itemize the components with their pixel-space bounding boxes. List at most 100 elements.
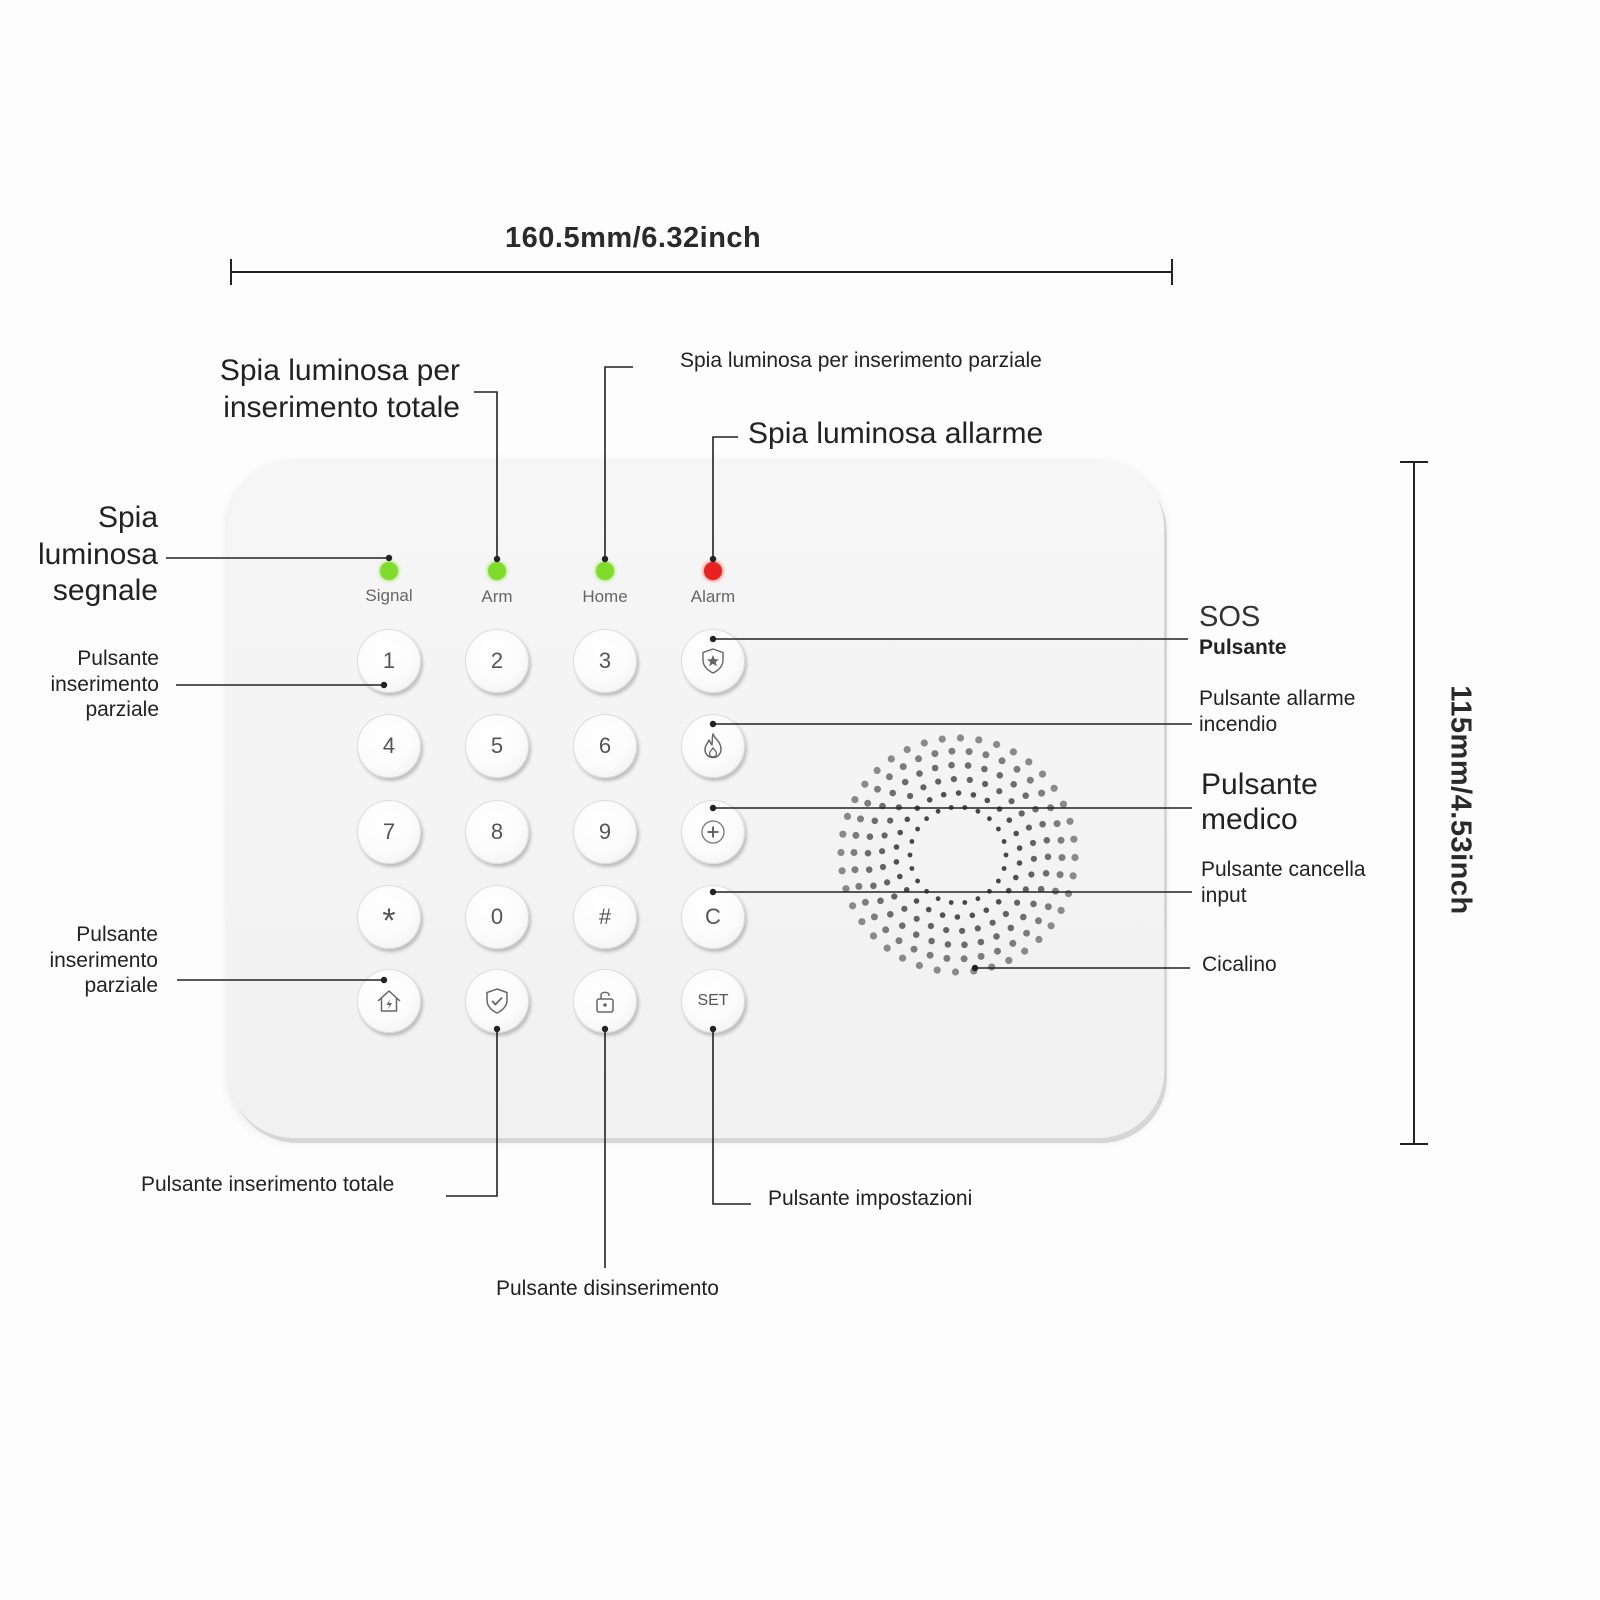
total-arm-callout: Pulsante inserimento totale <box>141 1173 395 1196</box>
speaker-hole <box>842 885 850 893</box>
key-7[interactable]: 7 <box>357 800 421 864</box>
speaker-hole <box>982 780 989 788</box>
speaker-hole <box>988 963 996 971</box>
speaker-hole <box>1021 947 1029 955</box>
speaker-hole <box>984 797 991 804</box>
arm-led-label: Arm <box>481 587 513 606</box>
speaker-hole <box>993 933 1000 940</box>
speaker-hole <box>1035 935 1043 944</box>
key-4[interactable]: 4 <box>357 714 421 778</box>
key-9[interactable]: 9 <box>573 800 637 864</box>
speaker-hole <box>858 918 866 926</box>
speaker-hole <box>977 952 985 960</box>
key-6[interactable]: 6 <box>573 714 637 778</box>
speaker-hole <box>1007 924 1015 932</box>
clear-input-button[interactable]: C <box>681 885 745 949</box>
key-0[interactable]: 0 <box>465 885 529 949</box>
speaker-hole <box>1057 836 1065 844</box>
speaker-hole <box>927 922 935 930</box>
speaker-hole <box>996 788 1003 795</box>
speaker-hole <box>926 797 933 803</box>
flame-icon <box>704 733 722 759</box>
speaker-hole <box>909 839 915 844</box>
speaker-hole <box>1056 871 1064 879</box>
partial-arm-callout-top: Pulsante inserimento parziale <box>50 646 159 723</box>
speaker-hole <box>1020 913 1027 921</box>
key-5[interactable]: 5 <box>465 714 529 778</box>
speaker-hole <box>1022 886 1029 893</box>
speaker-hole <box>897 873 903 880</box>
speaker-hole <box>965 748 973 756</box>
speaker-hole <box>948 747 956 755</box>
speaker-hole <box>915 878 920 884</box>
speaker-hole <box>925 906 932 913</box>
callout-line: SOS <box>1199 601 1261 633</box>
speaker-hole <box>899 763 907 771</box>
speaker-hole <box>996 772 1004 779</box>
speaker-hole <box>931 750 939 758</box>
speaker-hole <box>837 848 845 857</box>
speaker-hole <box>1016 845 1023 851</box>
speaker-hole <box>960 955 968 963</box>
speaker-hole <box>1030 900 1037 908</box>
speaker-hole <box>1069 872 1077 880</box>
speaker-hole <box>1018 810 1025 817</box>
home-icon <box>377 990 401 1012</box>
speaker-hole <box>955 790 962 796</box>
key-hash[interactable]: # <box>573 885 637 949</box>
callout-line: input <box>1201 883 1247 907</box>
speaker-hole <box>1025 758 1033 766</box>
medical-callout: Pulsante medico <box>1201 768 1318 837</box>
speaker-hole <box>869 932 878 940</box>
arm-led-callout: Spia luminosa per inserimento totale <box>220 353 460 426</box>
total-arm-button[interactable] <box>465 969 529 1033</box>
speaker-hole <box>910 945 918 953</box>
star-shield-icon <box>702 648 724 674</box>
speaker-hole <box>996 826 1001 832</box>
speaker-hole <box>939 912 946 918</box>
speaker-hole <box>864 799 872 807</box>
speaker-hole <box>1025 824 1032 831</box>
signal-led-label: Signal <box>365 586 413 605</box>
key-3[interactable]: 3 <box>573 629 637 693</box>
speaker-hole <box>865 866 873 873</box>
speaker-hole <box>870 882 877 890</box>
speaker-hole <box>1044 853 1052 861</box>
speaker-hole <box>899 954 907 962</box>
key-2[interactable]: 2 <box>465 629 529 693</box>
speaker-hole <box>855 882 863 890</box>
speaker-hole <box>915 826 920 832</box>
settings-button[interactable]: SET <box>681 969 745 1033</box>
speaker-hole <box>874 785 881 793</box>
speaker-hole <box>887 911 894 918</box>
speaker-hole <box>913 915 920 922</box>
speaker-hole <box>864 849 872 857</box>
alarm-led-label: Alarm <box>690 587 736 606</box>
speaker-hole <box>959 927 966 935</box>
speaker-hole <box>982 751 990 759</box>
callout-line: inserimento <box>49 948 158 972</box>
speaker-hole <box>839 830 847 838</box>
buzzer-callout: Cicalino <box>1202 953 1277 976</box>
home-led-callout: Spia luminosa per inserimento parziale <box>680 349 1042 372</box>
speaker-hole <box>861 898 869 906</box>
key-star[interactable]: * <box>357 885 421 949</box>
disarm-button[interactable] <box>573 969 637 1033</box>
speaker-hole <box>928 937 935 945</box>
speaker-hole <box>1043 837 1051 844</box>
speaker-hole <box>950 776 958 783</box>
speaker-hole <box>935 896 941 902</box>
speaker-hole <box>899 922 906 929</box>
speaker-hole <box>870 913 878 921</box>
speaker-hole <box>885 773 893 781</box>
width-dimension-label: 160.5mm/6.32inch <box>505 222 762 254</box>
speaker-hole <box>1039 820 1046 828</box>
speaker-hole <box>873 766 881 775</box>
callout-line: Spia luminosa per <box>219 354 460 387</box>
speaker-hole <box>889 789 896 797</box>
speaker-hole <box>943 954 951 962</box>
key-8[interactable]: 8 <box>465 800 529 864</box>
speaker-hole <box>944 941 952 948</box>
key-1[interactable]: 1 <box>357 629 421 693</box>
